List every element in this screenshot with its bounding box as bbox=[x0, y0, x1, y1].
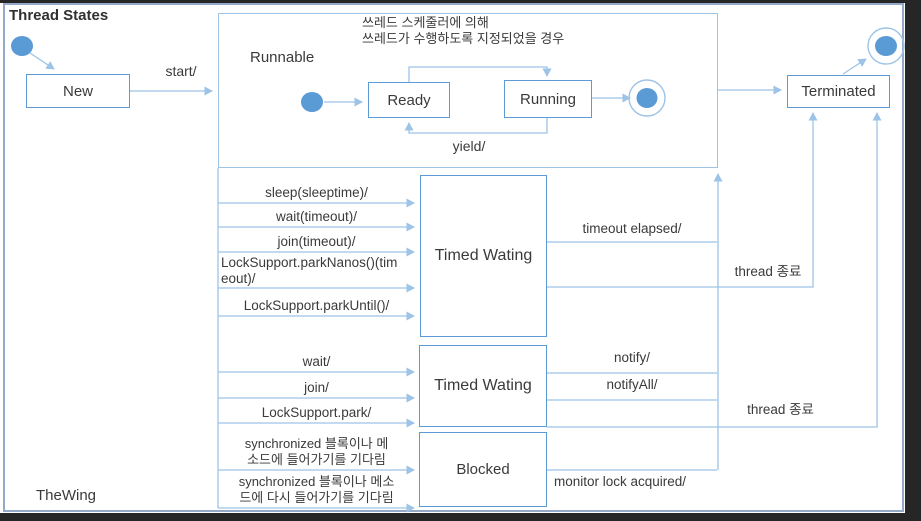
footer-credit: TheWing bbox=[36, 487, 97, 504]
edge-ready-to-running bbox=[408, 66, 552, 82]
edge-terminated-to-final bbox=[842, 58, 867, 75]
label-park: LockSupport.park/ bbox=[261, 405, 372, 420]
state-runnable-label: Runnable bbox=[250, 49, 315, 66]
state-blocked-label: Blocked bbox=[456, 461, 510, 478]
label-monitor-lock: monitor lock acquired/ bbox=[554, 474, 687, 489]
state-running-label: Running bbox=[520, 90, 576, 108]
state-timed-waiting-upper: Timed Wating bbox=[420, 175, 547, 337]
label-join: join/ bbox=[304, 380, 329, 395]
initial-state-dot bbox=[11, 36, 33, 56]
label-sync-enter-line2: 소드에 들어가기를 기다림 bbox=[247, 452, 386, 467]
window-edge-bottom bbox=[0, 513, 921, 521]
label-sleep: sleep(sleeptime)/ bbox=[265, 185, 368, 200]
page-title: Thread States bbox=[9, 7, 109, 24]
label-yield: yield/ bbox=[452, 138, 486, 154]
final-state-ring bbox=[867, 27, 905, 65]
runnable-final-ring bbox=[628, 79, 666, 117]
state-ready: Ready bbox=[368, 82, 450, 118]
runnable-initial-dot bbox=[301, 92, 323, 112]
state-new-label: New bbox=[62, 82, 93, 100]
window-edge-right bbox=[905, 0, 921, 521]
runnable-final-dot bbox=[636, 88, 658, 108]
label-sync-enter-line1: synchronized 블록이나 메 bbox=[244, 436, 389, 451]
state-new: New bbox=[26, 74, 130, 108]
label-park-nanos-line2: eout)/ bbox=[221, 271, 256, 286]
label-thread-end-lower: thread 종료 bbox=[747, 402, 814, 417]
label-sync-reenter: synchronized 블록이나 메소 드에 다시 들어가기를 기다림 bbox=[218, 474, 415, 506]
state-running: Running bbox=[504, 80, 592, 118]
scheduler-note-line1: 쓰레드 스케줄러에 의해 bbox=[362, 15, 489, 30]
edge-thread-end-lower bbox=[547, 112, 882, 428]
state-terminated-label: Terminated bbox=[801, 83, 876, 100]
state-blocked: Blocked bbox=[419, 432, 547, 507]
label-thread-end-upper: thread 종료 bbox=[734, 264, 802, 279]
edge-initial-to-new bbox=[29, 52, 55, 70]
label-start: start/ bbox=[165, 63, 197, 79]
state-runnable-container bbox=[218, 13, 718, 168]
state-timed-waiting-lower-label: Timed Wating bbox=[434, 377, 532, 394]
state-ready-label: Ready bbox=[387, 91, 431, 109]
state-timed-waiting-upper-label: Timed Wating bbox=[434, 247, 533, 264]
label-join-timeout: join(timeout)/ bbox=[277, 234, 356, 249]
state-terminated: Terminated bbox=[787, 75, 890, 108]
scheduler-note-line2: 쓰레드가 수행하도록 지정되었을 경우 bbox=[362, 30, 565, 46]
label-wait: wait/ bbox=[302, 354, 331, 369]
label-notify: notify/ bbox=[613, 350, 651, 365]
label-wait-timeout: wait(timeout)/ bbox=[275, 209, 358, 224]
state-timed-waiting-lower: Timed Wating bbox=[419, 345, 547, 427]
label-sync-reenter-line2: 드에 다시 들어가기를 기다림 bbox=[239, 490, 394, 505]
label-sync-enter: synchronized 블록이나 메 소드에 들어가기를 기다림 bbox=[218, 436, 415, 468]
edge-running-to-ready-yield bbox=[404, 118, 548, 134]
label-park-nanos: LockSupport.parkNanos()(tim eout)/ bbox=[221, 255, 418, 287]
label-park-until: LockSupport.parkUntil()/ bbox=[243, 298, 390, 313]
diagram-frame bbox=[3, 3, 904, 512]
final-state-dot bbox=[875, 36, 897, 56]
label-notifyall: notifyAll/ bbox=[606, 377, 658, 392]
scheduler-note: 쓰레드 스케줄러에 의해 쓰레드가 수행하도록 지정되었을 경우 bbox=[362, 15, 564, 46]
label-park-nanos-line1: LockSupport.parkNanos()(tim bbox=[221, 255, 398, 270]
label-sync-reenter-line1: synchronized 블록이나 메소 bbox=[238, 474, 395, 489]
window-edge-top bbox=[0, 0, 921, 3]
edge-thread-end-upper bbox=[547, 112, 818, 288]
label-timeout-elapsed: timeout elapsed/ bbox=[582, 221, 682, 236]
